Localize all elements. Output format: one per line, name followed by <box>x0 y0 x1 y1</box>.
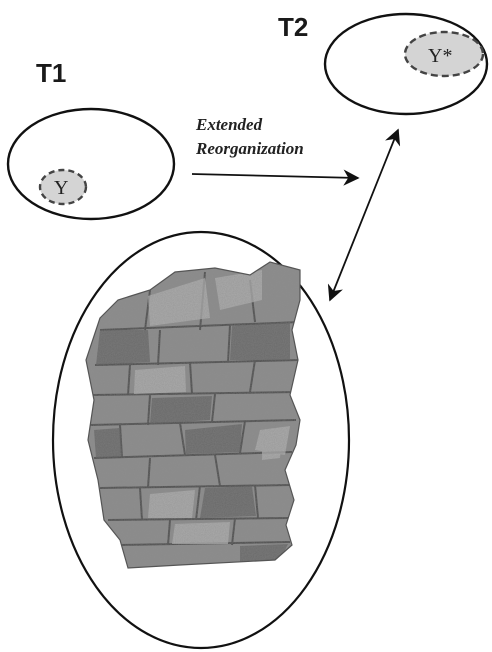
y-star-label: Y* <box>428 45 452 67</box>
arrow-label-line1: Extended <box>195 115 263 134</box>
reorganization-arrow <box>192 174 358 178</box>
t1-ellipse <box>8 109 174 219</box>
t2-label: T2 <box>278 12 308 42</box>
t1-label: T1 <box>36 58 66 88</box>
stone-fragment-image <box>80 260 310 580</box>
arrow-label-line2: Reorganization <box>195 139 304 158</box>
y-label: Y <box>54 177 68 199</box>
link-arrow <box>330 130 398 300</box>
